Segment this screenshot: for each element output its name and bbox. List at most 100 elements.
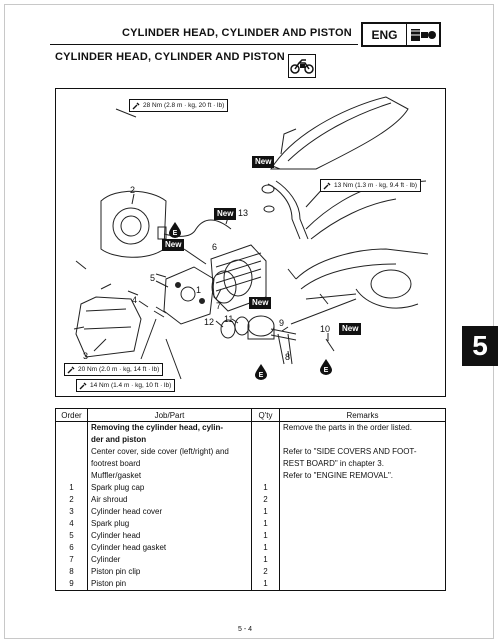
remarks-cell: REST BOARD" in chapter 3. <box>279 458 446 470</box>
torque-spec-14nm-text: 14 Nm (1.4 m · kg, 10 ft · lb) <box>90 382 172 389</box>
callout-11: 11 <box>224 314 234 324</box>
job-part-cell: Removing the cylinder head, cylin- <box>87 421 252 434</box>
exploded-view-drawing <box>73 96 429 380</box>
column-header-order: Order <box>55 408 88 422</box>
column-header-remarks: Remarks <box>279 408 446 422</box>
job-part-cell: Muffler/gasket <box>87 470 252 482</box>
qty-cell <box>251 434 280 446</box>
qty-cell: 1 <box>251 530 280 542</box>
callout-4: 4 <box>132 295 138 305</box>
callout-8: 8 <box>285 352 291 362</box>
table-row: Center cover, side cover (left/right) an… <box>55 446 446 458</box>
engine-icon <box>407 24 439 45</box>
job-table: Order Job/Part Q'ty Remarks Removing the… <box>55 408 446 591</box>
order-cell: 4 <box>55 518 88 530</box>
page-number: 5 - 4 <box>238 626 253 633</box>
remarks-cell <box>279 566 446 578</box>
header-rule <box>50 44 358 45</box>
page-frame <box>4 4 494 639</box>
order-cell <box>55 458 88 470</box>
qty-cell: 1 <box>251 482 280 494</box>
torque-spec-20nm: 20 Nm (2.0 m · kg, 14 ft · lb) <box>64 363 164 376</box>
qty-cell: 2 <box>251 494 280 506</box>
remarks-cell <box>279 518 446 530</box>
torque-spec-13nm-text: 13 Nm (1.3 m · kg, 9.4 ft · lb) <box>334 182 418 189</box>
torque-spec-20nm-text: 20 Nm (2.0 m · kg, 14 ft · lb) <box>78 366 160 373</box>
job-part-cell: Cylinder <box>87 554 252 566</box>
callout-1: 1 <box>196 285 202 295</box>
job-part-cell: Air shroud <box>87 494 252 506</box>
callout-7: 7 <box>216 301 222 311</box>
callout-6: 6 <box>212 242 218 252</box>
torque-spec-14nm: 14 Nm (1.4 m · kg, 10 ft · lb) <box>76 379 176 392</box>
order-cell <box>55 470 88 482</box>
torque-spec-13nm: 13 Nm (1.3 m · kg, 9.4 ft · lb) <box>320 179 422 192</box>
remarks-cell: Refer to "ENGINE REMOVAL". <box>279 470 446 482</box>
qty-cell: 1 <box>251 554 280 566</box>
table-row: Removing the cylinder head, cylin- Remove… <box>55 421 446 434</box>
remarks-cell <box>279 434 446 446</box>
new-part-tag: New <box>249 297 272 309</box>
column-header-qty: Q'ty <box>251 408 280 422</box>
order-cell: 7 <box>55 554 88 566</box>
remarks-cell <box>279 530 446 542</box>
new-part-tag: New <box>214 208 237 220</box>
callout-3: 3 <box>83 351 89 361</box>
oil-lube-label: E <box>259 372 264 379</box>
order-cell: 1 <box>55 482 88 494</box>
qty-cell <box>251 421 280 434</box>
job-part-cell: Cylinder head cover <box>87 506 252 518</box>
callout-5: 5 <box>150 273 156 283</box>
qty-cell: 1 <box>251 518 280 530</box>
remarks-cell <box>279 578 446 591</box>
callout-13: 13 <box>238 208 249 218</box>
job-part-cell: Piston pin <box>87 578 252 591</box>
table-row: der and piston <box>55 434 446 446</box>
section-title: CYLINDER HEAD, CYLINDER AND PISTON <box>55 51 285 63</box>
order-cell: 6 <box>55 542 88 554</box>
qty-cell: 1 <box>251 542 280 554</box>
remarks-cell: Remove the parts in the order listed. <box>279 421 446 434</box>
order-cell: 3 <box>55 506 88 518</box>
order-cell <box>55 421 88 434</box>
page-header-title: CYLINDER HEAD, CYLINDER AND PISTON <box>122 27 352 39</box>
wrench-icon <box>79 382 87 390</box>
table-header-row: Order Job/Part Q'ty Remarks <box>55 408 446 422</box>
chapter-tab[interactable]: 5 <box>462 326 498 366</box>
order-cell <box>55 446 88 458</box>
order-cell: 8 <box>55 566 88 578</box>
order-cell: 5 <box>55 530 88 542</box>
new-part-tag: New <box>252 156 275 168</box>
job-part-cell: Center cover, side cover (left/right) an… <box>87 446 252 458</box>
order-cell <box>55 434 88 446</box>
torque-spec-28nm: 28 Nm (2.8 m · kg, 20 ft · lb) <box>129 99 229 112</box>
qty-cell <box>251 458 280 470</box>
wrench-icon <box>132 102 140 110</box>
callout-10: 10 <box>320 324 331 334</box>
job-part-cell: der and piston <box>87 434 252 446</box>
eng-badge-label: ENG <box>363 24 407 45</box>
job-part-cell: Cylinder head gasket <box>87 542 252 554</box>
job-part-cell: Piston pin clip <box>87 566 252 578</box>
remarks-cell <box>279 554 446 566</box>
remarks-cell <box>279 482 446 494</box>
remarks-cell <box>279 506 446 518</box>
oil-lube-label: E <box>173 230 178 237</box>
new-part-tag: New <box>162 239 185 251</box>
oil-lube-icon: E <box>320 359 332 375</box>
remarks-cell <box>279 542 446 554</box>
motorcycle-icon <box>288 54 316 78</box>
oil-lube-icon: E <box>169 222 181 238</box>
qty-cell <box>251 470 280 482</box>
job-part-cell: Cylinder head <box>87 530 252 542</box>
exploded-view-diagram: 28 Nm (2.8 m · kg, 20 ft · lb) 13 Nm (1.… <box>55 88 446 397</box>
